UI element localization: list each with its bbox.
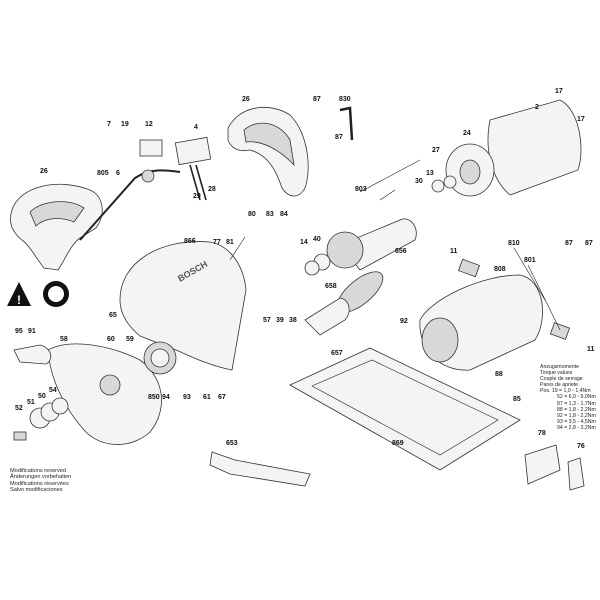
part-number-label: 656: [395, 248, 407, 255]
part-number-label: 27: [432, 147, 440, 154]
part-number-label: 91: [28, 328, 36, 335]
part-number-label: 65: [109, 312, 117, 319]
torque-row: 52 = 6,0 - 9,0Nm: [557, 394, 596, 401]
part-number-label: 866: [184, 238, 196, 245]
field-winding-part: [487, 99, 582, 196]
torque-value: 19 = 1,0 - 1,4Nm: [551, 388, 591, 395]
note-line: Modifications reserved: [10, 468, 66, 474]
part-number-label: 59: [126, 336, 134, 343]
part-number-label: 808: [494, 266, 506, 273]
part-number-label: 26: [40, 168, 48, 175]
part-number-label: 58: [60, 336, 68, 343]
torque-row: 94 = 2,8 - 3,2Nm: [557, 424, 596, 431]
torque-row: 87 = 1,3 - 1,7Nm: [557, 400, 596, 407]
part-number-label: 84: [280, 211, 288, 218]
part-number-label: 60: [107, 336, 115, 343]
note-line: Änderungen vorbehalten: [10, 474, 72, 481]
part-number-label: 95: [15, 328, 23, 335]
part-number-label: 14: [300, 239, 308, 246]
power-cord-part: [79, 169, 181, 241]
part-number-label: 39: [276, 317, 284, 324]
torque-row: 93 = 3,5 - 4,5Nm: [557, 418, 596, 425]
part-number-label: 78: [538, 430, 546, 437]
part-number-label: 38: [289, 317, 297, 324]
blade-guard-part: [119, 241, 247, 371]
part-number-label: 40: [313, 236, 321, 243]
part-number-label: 92: [400, 318, 408, 325]
part-number-label: 87: [335, 134, 343, 141]
part-number-label: 11: [587, 346, 595, 353]
part-number-label: 83: [266, 211, 274, 218]
part-number-label: 77: [213, 239, 221, 246]
part-number-label: 869: [392, 440, 404, 447]
part-number-label: 81: [226, 239, 234, 246]
note-line: Modifications réservées: [10, 480, 69, 487]
part-number-label: 19: [121, 121, 129, 128]
part-number-label: 30: [415, 178, 423, 185]
note-line: Salvo modificaciones: [10, 486, 63, 493]
torque-heading: Anzugsmomente: [540, 364, 579, 370]
part-number-label: 76: [577, 443, 585, 450]
part-number-label: 830: [339, 96, 351, 103]
base-plate-part: [289, 347, 521, 471]
part-number-label: 67: [218, 394, 226, 401]
part-number-label: 12: [145, 121, 153, 128]
part-number-label: 87: [313, 96, 321, 103]
top-handle-part: [227, 107, 309, 197]
part-number-label: 54: [49, 387, 57, 394]
part-number-label: 61: [203, 394, 211, 401]
part-number-label: 51: [27, 399, 35, 406]
part-number-label: 87: [565, 240, 573, 247]
part-number-label: 658: [325, 283, 337, 290]
part-number-label: 94: [162, 394, 170, 401]
part-number-label: 88: [495, 371, 503, 378]
part-number-label: 6: [116, 170, 120, 177]
warning-triangle-icon: [7, 282, 31, 306]
part-number-label: 29: [193, 193, 201, 200]
lower-guard-part: [47, 343, 162, 445]
part-number-label: 801: [524, 257, 536, 264]
torque-row: 88 = 1,8 - 2,2Nm: [557, 406, 596, 413]
part-number-label: 4: [194, 124, 198, 131]
part-number-label: 13: [426, 170, 434, 177]
part-number-label: 52: [15, 405, 23, 412]
torque-heading: Pares de apriete: [540, 382, 579, 389]
svg-text:!: !: [17, 293, 21, 307]
part-number-label: 17: [555, 88, 563, 95]
modifications-notice: Modifications reserved Änderungen vorbeh…: [10, 468, 71, 493]
part-number-label: 803: [355, 186, 367, 193]
torque-row: Pos. 19 = 1,0 - 1,4Nm: [540, 388, 596, 394]
part-number-label: 80: [248, 211, 256, 218]
part-number-label: 26: [242, 96, 250, 103]
part-number-label: 50: [38, 393, 46, 400]
rear-handle-part: [10, 183, 103, 271]
part-number-label: 805: [97, 170, 109, 177]
part-number-label: 28: [208, 186, 216, 193]
part-number-label: 24: [463, 130, 471, 137]
part-number-label: 810: [508, 240, 520, 247]
torque-heading: Couple de serrage: [540, 376, 583, 383]
part-number-label: 85: [513, 396, 521, 403]
part-number-label: 850: [148, 394, 160, 401]
part-number-label: 17: [577, 116, 585, 123]
part-number-label: 11: [450, 248, 458, 255]
switch-part: [174, 136, 212, 166]
part-number-label: 653: [226, 440, 238, 447]
part-number-label: 2: [535, 104, 539, 111]
part-number-label: 657: [331, 350, 343, 357]
part-number-label: 87: [585, 240, 593, 247]
torque-values-table: Anzugsmomente Torque values Couple de se…: [540, 364, 596, 431]
torque-prefix: Pos.: [540, 388, 551, 395]
part-number-label: 93: [183, 394, 191, 401]
torque-heading: Torque values: [540, 370, 573, 377]
part-number-label: 7: [107, 121, 111, 128]
part-number-label: 57: [263, 317, 271, 324]
torque-row: 92 = 1,8 - 2,2Nm: [557, 412, 596, 419]
rip-fence-part: [209, 451, 311, 487]
